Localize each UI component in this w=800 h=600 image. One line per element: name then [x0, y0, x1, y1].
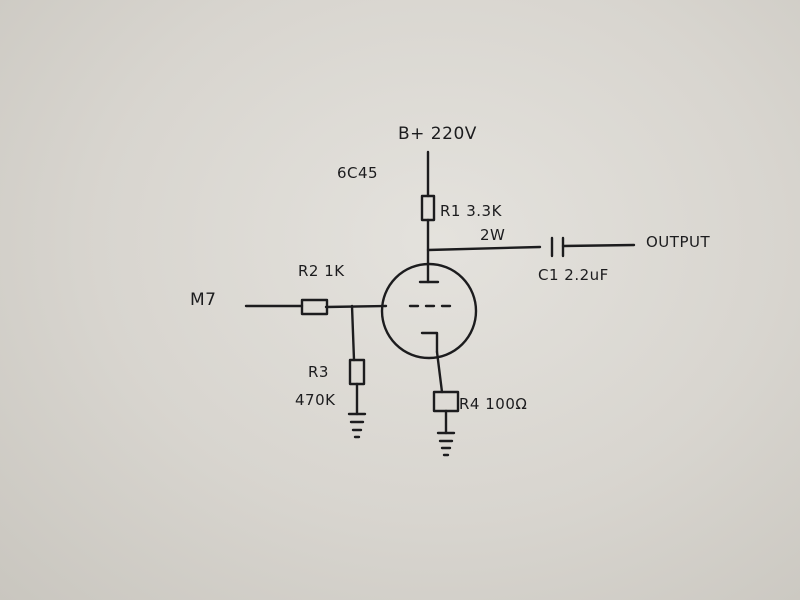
- ground-symbol-r4: [436, 431, 456, 457]
- r1-name-label: R1 3.3K: [440, 202, 503, 220]
- tube-cathode: [420, 331, 439, 354]
- tube-envelope: [380, 262, 478, 360]
- grid-wire: [324, 304, 388, 309]
- output-label: OUTPUT: [646, 233, 710, 251]
- input-label: M7: [190, 290, 216, 310]
- cathode-wire: [435, 350, 444, 394]
- r3-resistor: [348, 358, 366, 386]
- output-wire-left: [426, 245, 542, 252]
- output-wire-right: [561, 243, 636, 248]
- r4-label: R4 100Ω: [459, 395, 527, 413]
- r2-resistor: [300, 298, 329, 316]
- tube-type-label: 6C45: [337, 164, 378, 182]
- supply-label: B+ 220V: [398, 124, 477, 144]
- r3-value-label: 470K: [295, 391, 336, 409]
- r4-resistor: [432, 390, 460, 413]
- ground-symbol-r3: [347, 412, 367, 439]
- r3-wire: [350, 304, 356, 362]
- c1-label: C1 2.2uF: [538, 266, 609, 284]
- r2-label: R2 1K: [298, 262, 345, 280]
- r1-resistor: [420, 194, 436, 222]
- r3-name-label: R3: [308, 363, 329, 381]
- r1-power-label: 2W: [480, 226, 505, 244]
